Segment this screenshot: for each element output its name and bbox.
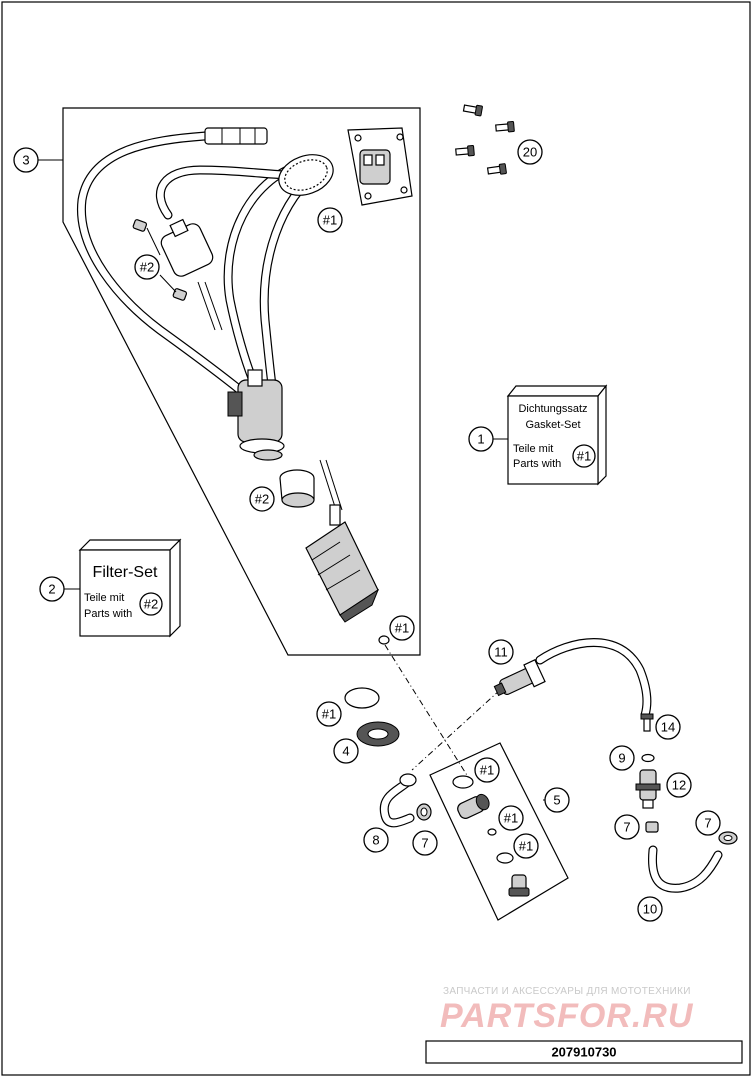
gasket-set-ref: #1 — [577, 449, 591, 464]
hose-clamp-7-mid — [645, 821, 659, 833]
o-ring-large — [344, 687, 380, 709]
svg-text:#2: #2 — [255, 492, 269, 507]
fuel-filter — [160, 218, 223, 331]
hose-clamp-7-left — [416, 803, 432, 821]
callout-7-mid: 7 — [614, 814, 640, 840]
svg-text:5: 5 — [553, 793, 560, 808]
callout-3: 3 — [13, 147, 39, 173]
fuel-pump-motor — [305, 459, 380, 623]
callout-14: 14 — [655, 714, 681, 740]
pin-14 — [640, 713, 654, 732]
pump-strainer-ring — [279, 469, 315, 508]
callout-5: 5 — [544, 787, 570, 813]
svg-text:#2: #2 — [140, 260, 154, 275]
svg-text:8: 8 — [372, 833, 379, 848]
diagram-number-box: 207910730 — [425, 1040, 743, 1064]
callout-1: 1 — [468, 426, 494, 452]
gasket-set-parts-de: Teile mit — [513, 443, 553, 455]
shaft-seal — [356, 721, 400, 747]
callout-12: 12 — [666, 772, 692, 798]
filter-set-parts-en: Parts with — [84, 608, 132, 620]
fuel-pump-assembly — [76, 127, 380, 623]
svg-text:#1: #1 — [395, 621, 409, 636]
gasket-set-box: Dichtungssatz Gasket-Set Teile mit Parts… — [506, 384, 608, 486]
gasket-set-title-en: Gasket-Set — [525, 419, 580, 431]
callout-11: 11 — [488, 639, 514, 665]
svg-text:12: 12 — [672, 778, 686, 793]
callout-ref1-adapter-mid: #1 — [498, 805, 524, 831]
svg-text:7: 7 — [421, 836, 428, 851]
callout-2: 2 — [39, 576, 65, 602]
callout-ref1-adapter-top: #1 — [474, 757, 500, 783]
svg-text:#1: #1 — [322, 707, 336, 722]
callout-4: 4 — [333, 738, 359, 764]
callout-8: 8 — [363, 827, 389, 853]
adapter-assembly-5 — [452, 775, 530, 897]
callout-ref2-strainer: #2 — [249, 486, 275, 512]
svg-text:#1: #1 — [480, 763, 494, 778]
filter-set-ref: #2 — [144, 597, 158, 612]
callout-9: 9 — [609, 745, 635, 771]
svg-text:7: 7 — [623, 820, 630, 835]
assembly-3-outline — [62, 107, 421, 656]
hose-8 — [379, 773, 417, 828]
callout-7-left: 7 — [412, 830, 438, 856]
svg-text:7: 7 — [704, 816, 711, 831]
hose-10 — [647, 845, 723, 893]
small-o-ring — [378, 635, 390, 645]
callout-7-right: 7 — [695, 810, 721, 836]
assembly-5-outline — [429, 742, 569, 921]
svg-text:3: 3 — [22, 153, 29, 168]
pump-flange-gasket — [278, 154, 334, 196]
fuel-line-11 — [493, 638, 652, 720]
hose-clamp-7-right — [718, 831, 738, 845]
cable-connector — [204, 127, 268, 145]
callout-20: 20 — [517, 139, 543, 165]
adapter-fitting — [508, 874, 530, 897]
mounting-screws — [455, 104, 515, 175]
svg-text:10: 10 — [643, 902, 657, 917]
callout-ref2-clips: #2 — [134, 254, 160, 280]
gasket-set-title-de: Dichtungssatz — [518, 403, 587, 415]
svg-text:4: 4 — [342, 744, 349, 759]
watermark-brand: PARTSFOR.RU — [440, 997, 694, 1035]
callout-ref1-oring-large: #1 — [316, 701, 342, 727]
callout-ref1-adapter-low: #1 — [513, 833, 539, 859]
svg-text:9: 9 — [618, 751, 625, 766]
assembly-axis-line — [384, 644, 471, 781]
pump-regulator-housing — [227, 369, 285, 461]
filter-set-box: Filter-Set Teile mit Parts with #2 — [78, 538, 182, 638]
watermark-caption: ЗАПЧАСТИ И АКСЕССУАРЫ ДЛЯ МОТОТЕХНИКИ — [443, 986, 691, 997]
svg-text:#1: #1 — [519, 839, 533, 854]
filter-set-parts-de: Teile mit — [84, 592, 124, 604]
svg-text:#1: #1 — [504, 811, 518, 826]
filter-clip-top — [132, 219, 148, 232]
svg-text:20: 20 — [523, 145, 537, 160]
callout-ref1-flange: #1 — [317, 207, 343, 233]
svg-text:1: 1 — [477, 432, 484, 447]
callout-10: 10 — [637, 896, 663, 922]
filter-set-title: Filter-Set — [93, 564, 158, 581]
fitting-12 — [635, 769, 661, 809]
pump-cover-plate — [347, 127, 413, 206]
svg-text:2: 2 — [48, 582, 55, 597]
callout-ref1-oring-small: #1 — [389, 615, 415, 641]
svg-text:#1: #1 — [323, 213, 337, 228]
svg-text:11: 11 — [494, 645, 508, 660]
filter-clip-bottom — [172, 288, 188, 301]
gasket-set-parts-en: Parts with — [513, 458, 561, 470]
o-ring-9 — [641, 753, 655, 763]
diagram-number: 207910730 — [551, 1045, 616, 1060]
svg-text:14: 14 — [661, 720, 675, 735]
watermark: ЗАПЧАСТИ И АКСЕССУАРЫ ДЛЯ МОТОТЕХНИКИ PA… — [440, 986, 694, 1035]
